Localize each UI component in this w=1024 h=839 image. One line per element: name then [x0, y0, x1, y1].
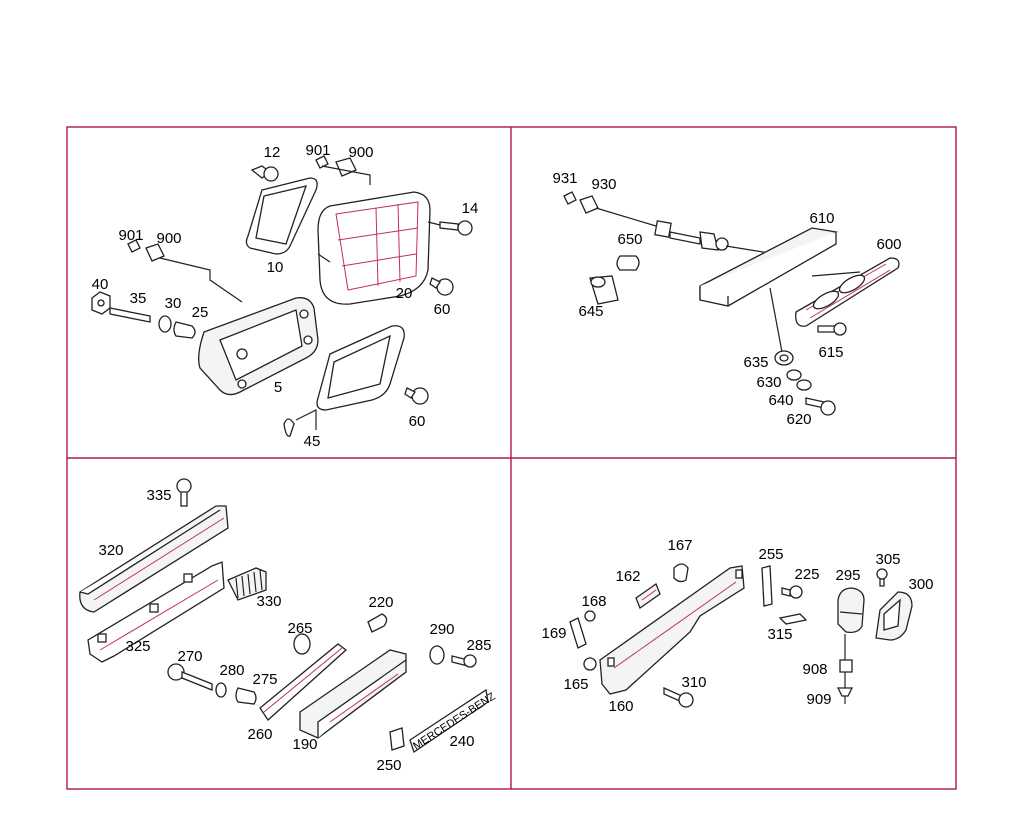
part-label-165: 165 [563, 676, 588, 693]
panel-license-lamp-bracket [569, 563, 913, 708]
part-label-300: 300 [908, 576, 933, 593]
part-label-220: 220 [368, 594, 393, 611]
part-label-325: 325 [125, 638, 150, 655]
part-label-265: 265 [287, 620, 312, 637]
part-label-169: 169 [541, 625, 566, 642]
part-label-901: 901 [305, 142, 330, 159]
part-label-600: 600 [876, 236, 901, 253]
part-label-310: 310 [681, 674, 706, 691]
part-label-60: 60 [409, 413, 426, 430]
part-label-260: 260 [247, 726, 272, 743]
part-label-60: 60 [434, 301, 451, 318]
part-label-20: 20 [396, 285, 413, 302]
part-label-645: 645 [578, 303, 603, 320]
part-label-240: 240 [449, 733, 474, 750]
part-label-931: 931 [552, 170, 577, 187]
part-label-168: 168 [581, 593, 606, 610]
part-label-35: 35 [130, 290, 147, 307]
part-label-167: 167 [667, 537, 692, 554]
part-label-330: 330 [256, 593, 281, 610]
part-label-190: 190 [292, 736, 317, 753]
part-label-908: 908 [802, 661, 827, 678]
part-label-12: 12 [264, 144, 281, 161]
part-label-900: 900 [156, 230, 181, 247]
part-label-10: 10 [267, 259, 284, 276]
part-number-labels: 12 901 900 14 901 900 10 20 40 35 30 25 60 5 60 45 931 93… [92, 142, 934, 774]
panel-tail-lamp-assembly [91, 155, 473, 437]
part-label-305: 305 [875, 551, 900, 568]
part-label-650: 650 [617, 231, 642, 248]
part-label-630: 630 [756, 374, 781, 391]
part-label-610: 610 [809, 210, 834, 227]
part-label-320: 320 [98, 542, 123, 559]
part-label-160: 160 [608, 698, 633, 715]
part-label-45: 45 [304, 433, 321, 450]
part-label-270: 270 [177, 648, 202, 665]
part-label-250: 250 [376, 757, 401, 774]
part-label-25: 25 [192, 304, 209, 321]
part-label-615: 615 [818, 344, 843, 361]
part-label-635: 635 [743, 354, 768, 371]
part-label-30: 30 [165, 295, 182, 312]
part-label-162: 162 [615, 568, 640, 585]
part-label-5: 5 [274, 379, 282, 396]
panel-rear-license-bar: MERCEDES-BENZ [79, 478, 498, 754]
part-label-930: 930 [591, 176, 616, 193]
part-label-290: 290 [429, 621, 454, 638]
panel-third-brake-lamp [563, 191, 900, 416]
part-label-909: 909 [806, 691, 831, 708]
part-label-900: 900 [348, 144, 373, 161]
panel-frames [66, 126, 957, 790]
part-label-295: 295 [835, 567, 860, 584]
part-label-225: 225 [794, 566, 819, 583]
part-label-285: 285 [466, 637, 491, 654]
part-label-640: 640 [768, 392, 793, 409]
part-label-280: 280 [219, 662, 244, 679]
part-label-315: 315 [767, 626, 792, 643]
part-label-620: 620 [786, 411, 811, 428]
part-label-275: 275 [252, 671, 277, 688]
part-label-255: 255 [758, 546, 783, 563]
part-label-901: 901 [118, 227, 143, 244]
part-label-40: 40 [92, 276, 109, 293]
part-label-335: 335 [146, 487, 171, 504]
part-label-14: 14 [462, 200, 479, 217]
